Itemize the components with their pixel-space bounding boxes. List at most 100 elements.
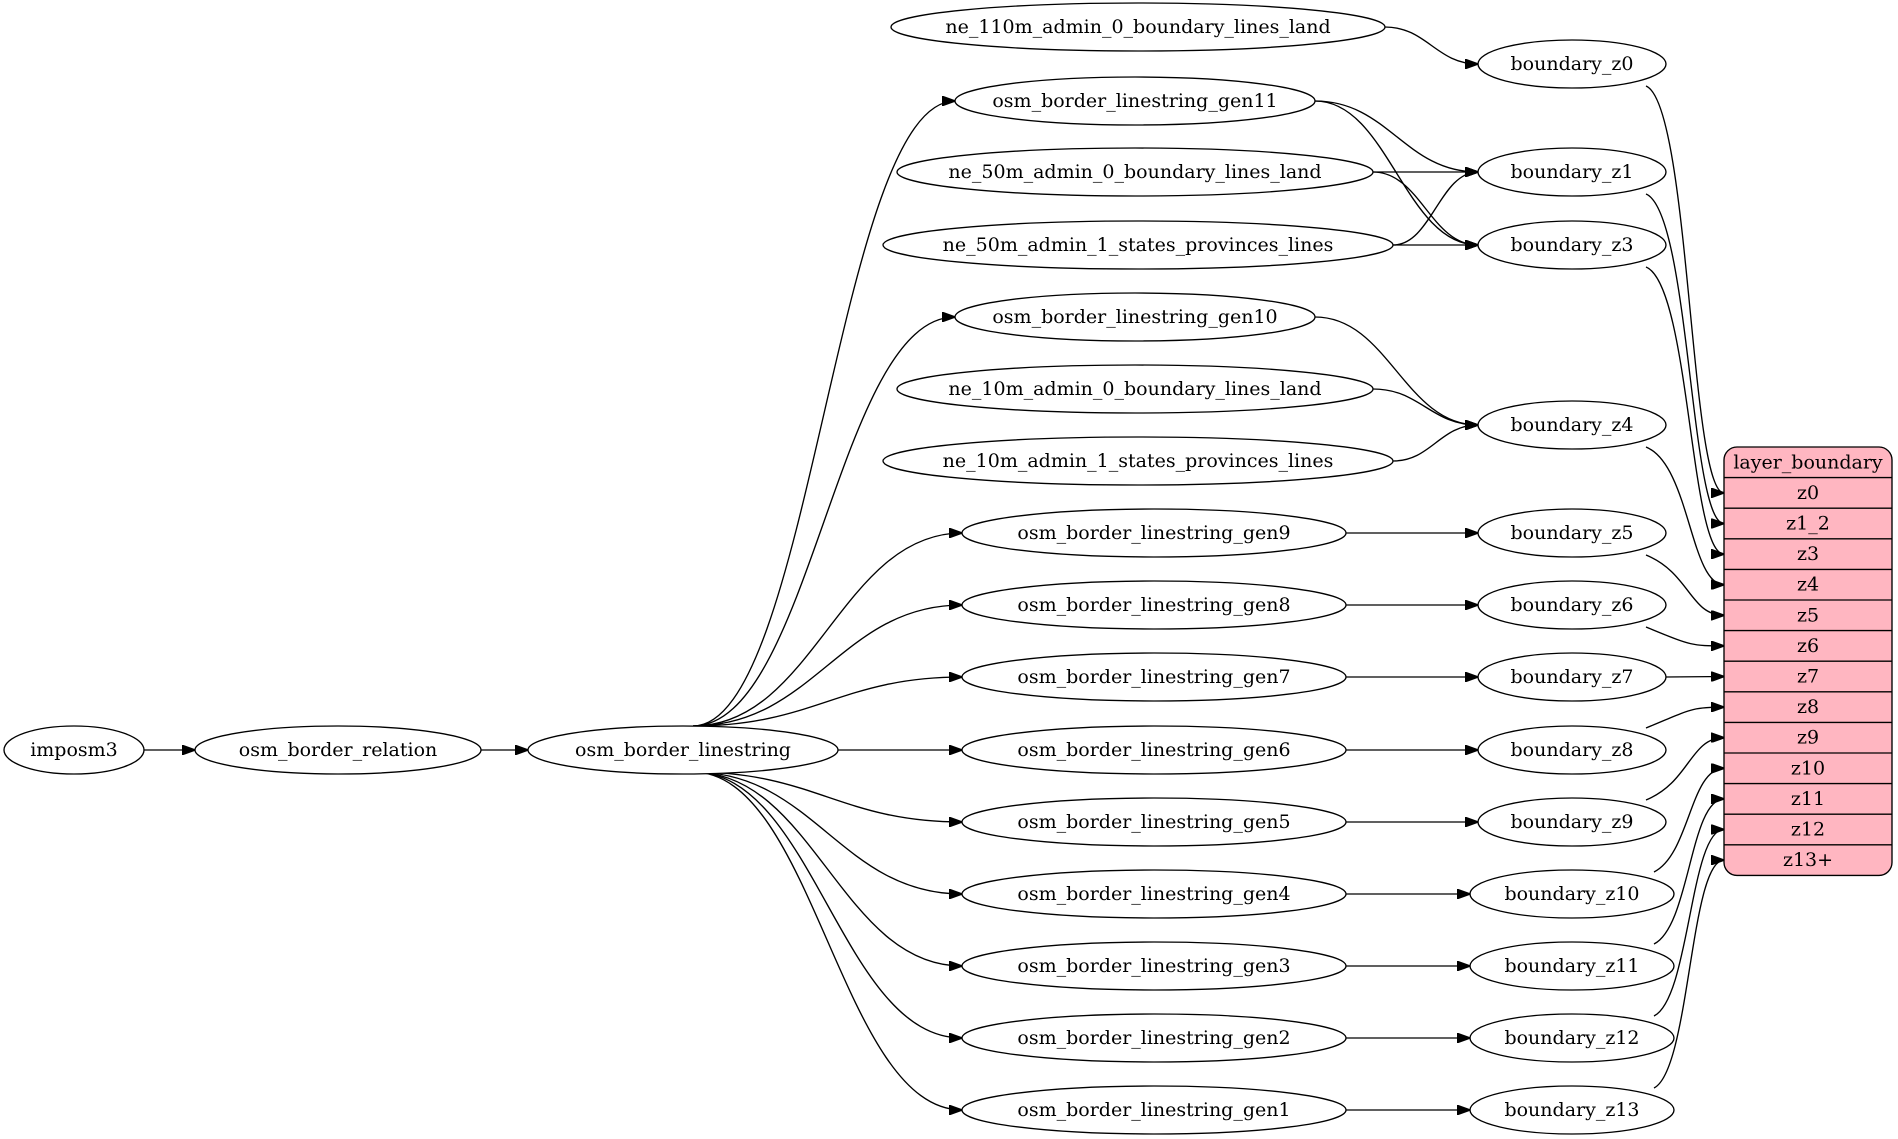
edge-boundary_z3-to-layer_boundary-z3 [1645,266,1724,554]
record-field-z12[interactable]: z12 [1791,819,1825,841]
node-boundary_z10[interactable]: boundary_z10 [1469,869,1675,919]
node-ellipse [1477,580,1667,630]
edge-osm_border_linestring_gen10-to-boundary_z4 [1314,316,1478,425]
node-label: osm_border_linestring_gen8 [1017,594,1290,616]
record-field-z11[interactable]: z11 [1791,788,1825,810]
node-ne_50m_admin_1_states_provinces_lines[interactable]: ne_50m_admin_1_states_provinces_lines [882,220,1394,270]
node-ellipse [882,436,1394,486]
edge-ne_50m_admin_1_states_provinces_lines-to-boundary_z1 [1392,172,1478,246]
edge-boundary_z13-to-layer_boundary-z13+ [1653,860,1724,1089]
node-boundary_z0[interactable]: boundary_z0 [1477,39,1667,89]
edge-osm_border_linestring-to-osm_border_linestring_gen9 [692,533,962,727]
node-label: ne_110m_admin_0_boundary_lines_land [945,16,1330,38]
node-osm_border_linestring_gen11[interactable]: osm_border_linestring_gen11 [954,76,1316,126]
node-osm_border_linestring_gen10[interactable]: osm_border_linestring_gen10 [954,292,1316,342]
edge-osm_border_linestring_gen11-to-boundary_z1 [1314,100,1478,172]
node-osm_border_relation[interactable]: osm_border_relation [194,725,482,775]
node-label: boundary_z7 [1511,666,1634,688]
edge-osm_border_linestring-to-osm_border_linestring_gen3 [692,771,962,966]
node-ellipse [882,220,1394,270]
record-field-z3[interactable]: z3 [1797,543,1819,565]
node-osm_border_linestring_gen4[interactable]: osm_border_linestring_gen4 [961,869,1347,919]
node-label: ne_50m_admin_0_boundary_lines_land [948,161,1321,183]
node-boundary_z13[interactable]: boundary_z13 [1469,1085,1675,1135]
node-boundary_z7[interactable]: boundary_z7 [1477,652,1667,702]
node-label: boundary_z9 [1511,811,1634,833]
edge-osm_border_linestring_gen11-to-boundary_z3 [1314,100,1478,245]
record-field-z0[interactable]: z0 [1797,482,1819,504]
node-boundary_z4[interactable]: boundary_z4 [1477,400,1667,450]
node-ellipse [961,725,1347,775]
node-ne_50m_admin_0_boundary_lines_land[interactable]: ne_50m_admin_0_boundary_lines_land [896,147,1374,197]
node-boundary_z1[interactable]: boundary_z1 [1477,147,1667,197]
edge-osm_border_linestring-to-osm_border_linestring_gen4 [692,771,962,894]
node-boundary_z3[interactable]: boundary_z3 [1477,220,1667,270]
record-field-z7[interactable]: z7 [1797,666,1819,688]
edge-ne_110m_admin_0_boundary_lines_land-to-boundary_z0 [1384,26,1478,64]
node-ellipse [961,869,1347,919]
node-ne_10m_admin_0_boundary_lines_land[interactable]: ne_10m_admin_0_boundary_lines_land [896,364,1374,414]
node-imposm3[interactable]: imposm3 [3,725,145,775]
node-label: osm_border_linestring_gen3 [1017,955,1290,977]
record-field-z1_2[interactable]: z1_2 [1786,513,1830,535]
edge-ne_10m_admin_1_states_provinces_lines-to-boundary_z4 [1392,425,1478,462]
node-ellipse [1477,400,1667,450]
node-osm_border_linestring_gen5[interactable]: osm_border_linestring_gen5 [961,797,1347,847]
record-title: layer_boundary [1733,451,1883,473]
node-osm_border_linestring_gen9[interactable]: osm_border_linestring_gen9 [961,508,1347,558]
record-field-z10[interactable]: z10 [1791,757,1825,779]
edge-osm_border_linestring-to-osm_border_linestring_gen7 [692,677,962,727]
node-label: boundary_z5 [1511,522,1634,544]
node-ellipse [1477,725,1667,775]
node-label: osm_border_linestring_gen10 [992,306,1277,328]
node-label: osm_border_linestring_gen6 [1017,739,1290,761]
node-ellipse [1477,220,1667,270]
node-boundary_z11[interactable]: boundary_z11 [1469,941,1675,991]
node-osm_border_linestring[interactable]: osm_border_linestring [527,725,839,775]
node-label: boundary_z8 [1511,739,1634,761]
node-ne_110m_admin_0_boundary_lines_land[interactable]: ne_110m_admin_0_boundary_lines_land [890,2,1386,52]
node-label: osm_border_linestring [575,739,791,761]
node-osm_border_linestring_gen6[interactable]: osm_border_linestring_gen6 [961,725,1347,775]
node-ellipse [896,147,1374,197]
node-ellipse [1477,508,1667,558]
node-ellipse [954,76,1316,126]
node-ellipse [961,652,1347,702]
edge-osm_border_linestring-to-osm_border_linestring_gen10 [692,317,955,727]
node-osm_border_linestring_gen3[interactable]: osm_border_linestring_gen3 [961,941,1347,991]
node-boundary_z9[interactable]: boundary_z9 [1477,797,1667,847]
node-ellipse [961,580,1347,630]
node-label: osm_border_linestring_gen7 [1017,666,1290,688]
node-osm_border_linestring_gen7[interactable]: osm_border_linestring_gen7 [961,652,1347,702]
node-boundary_z6[interactable]: boundary_z6 [1477,580,1667,630]
edges-layer [144,26,1724,1110]
edge-boundary_z10-to-layer_boundary-z10 [1653,768,1724,873]
node-boundary_z12[interactable]: boundary_z12 [1469,1013,1675,1063]
edge-osm_border_linestring-to-osm_border_linestring_gen5 [692,771,962,822]
record-field-z9[interactable]: z9 [1797,727,1819,749]
node-osm_border_linestring_gen1[interactable]: osm_border_linestring_gen1 [961,1085,1347,1135]
record-field-z8[interactable]: z8 [1797,696,1819,718]
node-ne_10m_admin_1_states_provinces_lines[interactable]: ne_10m_admin_1_states_provinces_lines [882,436,1394,486]
edge-boundary_z9-to-layer_boundary-z9 [1645,738,1724,801]
nodes-layer: imposm3 osm_border_relation osm_border_lin… [3,2,1675,1135]
node-label: boundary_z1 [1511,161,1634,183]
node-label: osm_border_relation [239,739,438,761]
record-field-z13+[interactable]: z13+ [1783,849,1833,871]
node-ellipse [1477,797,1667,847]
node-boundary_z8[interactable]: boundary_z8 [1477,725,1667,775]
record-field-z4[interactable]: z4 [1797,574,1819,596]
node-ellipse [890,2,1386,52]
edge-boundary_z7-to-layer_boundary-z7 [1665,677,1724,678]
node-boundary_z5[interactable]: boundary_z5 [1477,508,1667,558]
node-label: boundary_z12 [1504,1027,1639,1049]
record-field-z6[interactable]: z6 [1797,635,1819,657]
edge-osm_border_linestring-to-osm_border_linestring_gen11 [692,101,955,727]
edge-boundary_z4-to-layer_boundary-z4 [1645,446,1724,585]
record-field-z5[interactable]: z5 [1797,604,1819,626]
node-label: osm_border_linestring_gen1 [1017,1099,1290,1121]
node-osm_border_linestring_gen2[interactable]: osm_border_linestring_gen2 [961,1013,1347,1063]
node-osm_border_linestring_gen8[interactable]: osm_border_linestring_gen8 [961,580,1347,630]
edge-boundary_z0-to-layer_boundary-z0 [1645,85,1724,493]
